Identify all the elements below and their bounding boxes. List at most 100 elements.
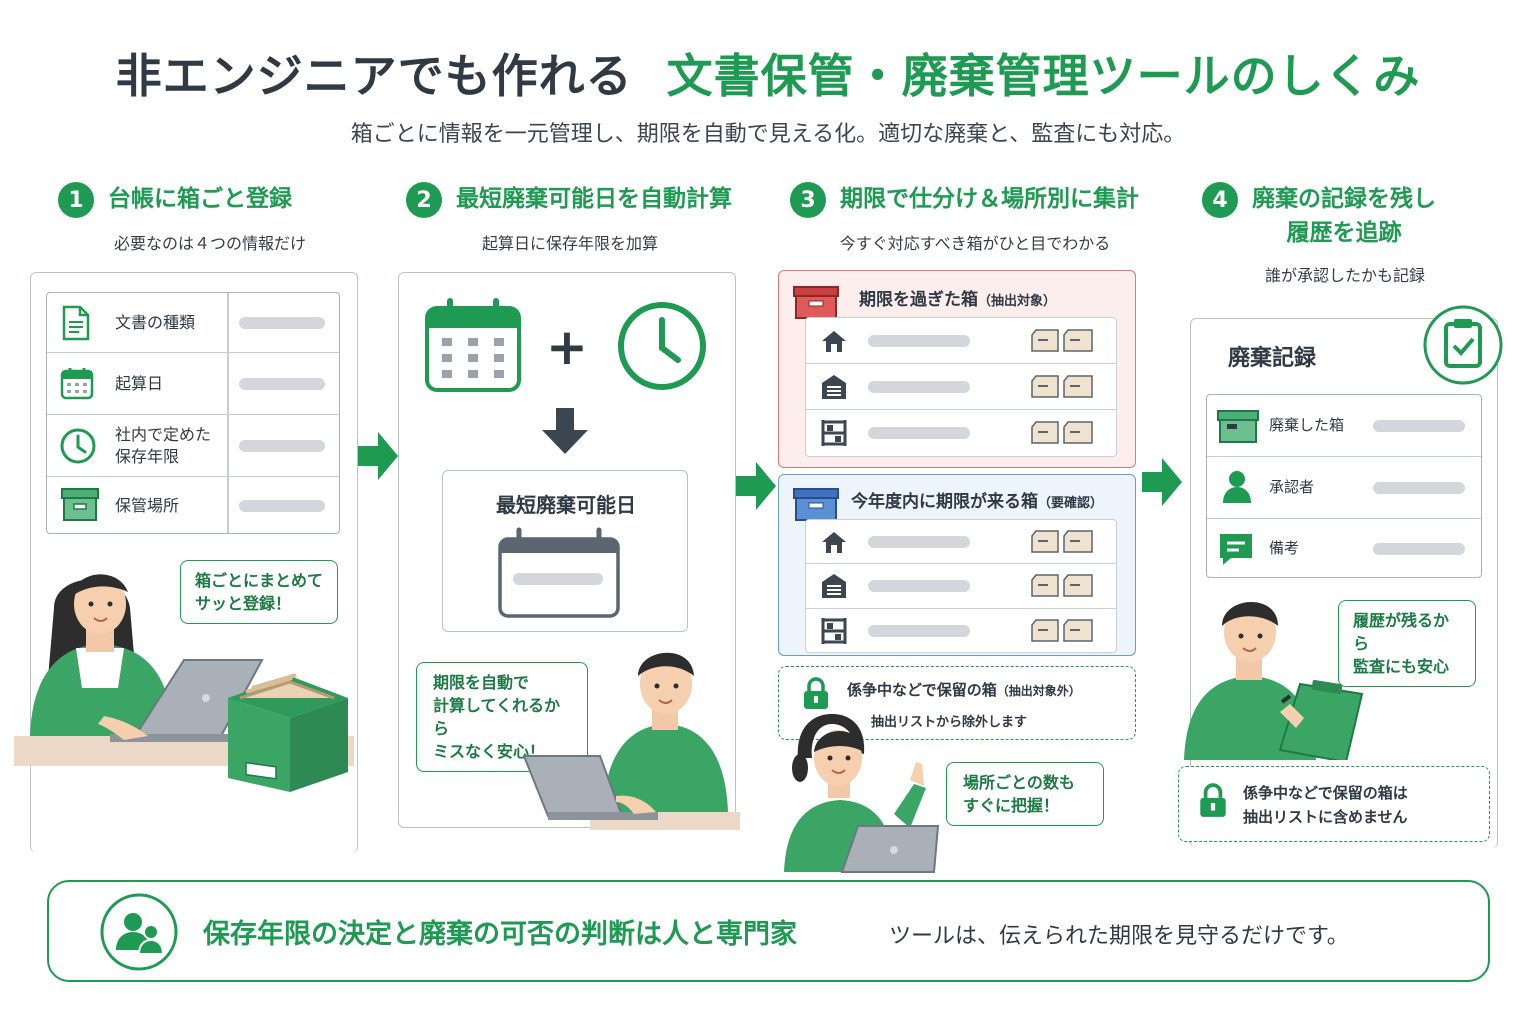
bubble-line: 履歴が残るから <box>1353 611 1450 653</box>
hold-sub: 抽出リストから除外します <box>871 715 1028 730</box>
bubble-line: 監査にも安心 <box>1353 657 1450 676</box>
step2-header: 2 最短廃棄可能日を自動計算 <box>406 182 732 218</box>
warehouse-icon <box>822 574 846 598</box>
record-label: 廃棄した箱 <box>1269 416 1345 434</box>
comment-icon <box>1220 534 1252 565</box>
step1-bubble: 箱ごとにまとめて サッと登録！ <box>180 560 338 624</box>
ledger-label-line2: 保存年限 <box>115 447 180 466</box>
page-subtitle: 箱ごとに情報を一元管理し、期限を自動で見える化。適切な廃棄と、監査にも対応。 <box>350 122 1186 147</box>
location-row <box>806 564 1116 609</box>
people-icon <box>100 893 178 971</box>
step4-title: 廃棄の記録を残し 履歴を追跡 <box>1252 182 1436 250</box>
person-icon <box>1223 471 1251 503</box>
step1-header: 1 台帳に箱ごと登録 <box>58 182 292 218</box>
due-title: 今年度内に期限が来る箱（要確認） <box>851 487 1103 512</box>
boxes-icon <box>1031 530 1093 553</box>
hold-title-text: 係争中などで保留の箱 <box>847 681 997 699</box>
due-group: 今年度内に期限が来る箱（要確認） <box>778 474 1136 656</box>
step4-number: 4 <box>1202 182 1238 218</box>
clock-icon <box>618 302 706 390</box>
step2-subtitle: 起算日に保存年限を加算 <box>481 234 658 253</box>
location-row <box>806 609 1116 654</box>
lock-icon <box>1200 783 1226 817</box>
flow-arrow-1 <box>358 432 398 480</box>
lock-icon <box>804 677 828 709</box>
step2-bubble: 期限を自動で 計算してくれるから ミスなく安心！ <box>416 662 588 772</box>
shelf-icon <box>821 618 847 644</box>
step1-title: 台帳に箱ごと登録 <box>108 186 292 212</box>
due-note: （要確認） <box>1038 496 1104 511</box>
boxes-icon <box>1031 421 1093 444</box>
footer-banner: 保存年限の決定と廃棄の可否の判断は人と専門家 ツールは、伝えられた期限を見守るだ… <box>47 880 1490 982</box>
step3-title: 期限で仕分け＆場所別に集計 <box>840 186 1139 212</box>
calendar-icon <box>60 368 94 400</box>
boxes-icon <box>1031 375 1093 398</box>
woman-registering-illustration <box>14 574 354 792</box>
due-list <box>805 519 1117 653</box>
title-right: 文書保管・廃棄管理ツールのしくみ <box>666 49 1421 103</box>
down-arrow-icon <box>542 408 588 454</box>
step2-number: 2 <box>406 182 442 218</box>
boxes-icon <box>1031 574 1093 597</box>
hold-note-line: 抽出リストに含めません <box>1243 808 1408 826</box>
man-calculating-illustration <box>522 652 740 830</box>
step4-bubble: 履歴が残るから 監査にも安心 <box>1338 600 1476 687</box>
document-icon <box>62 305 90 341</box>
boxes-icon <box>1031 329 1093 352</box>
hold-title: 係争中などで保留の箱（抽出対象外） <box>847 679 1081 700</box>
ledger-row: 社内で定めた 保存年限 <box>47 415 339 477</box>
plus-sign: + <box>546 318 588 376</box>
ledger-label: 文書の種類 <box>115 313 196 332</box>
page-title: 非エンジニアでも作れる文書保管・廃棄管理ツールのしくみ <box>0 40 1536 106</box>
man-clipboard-illustration <box>1184 601 1364 760</box>
step3-number: 3 <box>790 182 826 218</box>
record-title: 廃棄記録 <box>1228 346 1317 371</box>
ledger-row: 文書の種類 <box>47 293 339 353</box>
hold-note-box: 係争中などで保留の箱は 抽出リストに含めません <box>1178 766 1490 842</box>
result-label: 最短廃棄可能日 <box>496 493 636 517</box>
bubble-line: 計算してくれるから <box>433 696 561 738</box>
location-row <box>806 364 1116 410</box>
house-icon <box>822 331 846 352</box>
bubble-line: 期限を自動で <box>433 673 530 692</box>
step3-subtitle: 今すぐ対応すべき箱がひと目でわかる <box>839 234 1111 253</box>
step1-subtitle: 必要なのは４つの情報だけ <box>113 234 306 253</box>
step3-header: 3 期限で仕分け＆場所別に集計 <box>790 182 1139 218</box>
hold-note-text: 係争中などで保留の箱は 抽出リストに含めません <box>1243 781 1408 829</box>
record-label: 承認者 <box>1269 478 1315 496</box>
shelf-icon <box>821 420 847 446</box>
step3-bubble: 場所ごとの数も すぐに把握！ <box>946 762 1104 826</box>
step2-title: 最短廃棄可能日を自動計算 <box>456 186 732 212</box>
overdue-title-text: 期限を過ぎた箱 <box>859 290 978 310</box>
red-box-icon <box>793 286 839 319</box>
clipboard-check-icon <box>1423 305 1503 385</box>
calendar-icon <box>425 298 521 392</box>
box-icon <box>1217 410 1259 443</box>
location-row <box>806 410 1116 456</box>
woman-pointing-illustration <box>784 714 940 873</box>
bubble-line: サッと登録！ <box>195 594 292 613</box>
overdue-list <box>805 317 1117 457</box>
location-row <box>806 520 1116 564</box>
ledger-row: 保管場所 <box>47 477 339 535</box>
bubble-line: ミスなく安心！ <box>433 742 546 761</box>
storage-box-icon <box>61 488 99 521</box>
overdue-note: （抽出対象） <box>978 294 1057 309</box>
step4-header: 4 廃棄の記録を残し 履歴を追跡 <box>1202 182 1436 250</box>
house-icon <box>822 532 846 553</box>
step1-number: 1 <box>58 182 94 218</box>
ledger-label: 保管場所 <box>115 496 180 515</box>
bubble-line: 場所ごとの数も <box>963 773 1075 792</box>
ledger-table: 文書の種類 起算日 社内で定めた 保存年限 保管場所 <box>46 292 340 534</box>
blue-box-icon <box>793 488 839 521</box>
record-row: 承認者 <box>1207 457 1481 519</box>
record-row: 備考 <box>1207 519 1481 579</box>
bubble-line: すぐに把握！ <box>963 796 1060 815</box>
hold-note: （抽出対象外） <box>996 684 1081 698</box>
record-label: 備考 <box>1269 539 1300 557</box>
boxes-icon <box>1031 619 1093 642</box>
step4-subtitle: 誰が承認したかも記録 <box>1264 266 1425 285</box>
flow-arrow-3 <box>1142 458 1182 506</box>
step4-title-line1: 廃棄の記録を残し <box>1252 186 1436 212</box>
flow-arrow-2 <box>736 462 776 510</box>
